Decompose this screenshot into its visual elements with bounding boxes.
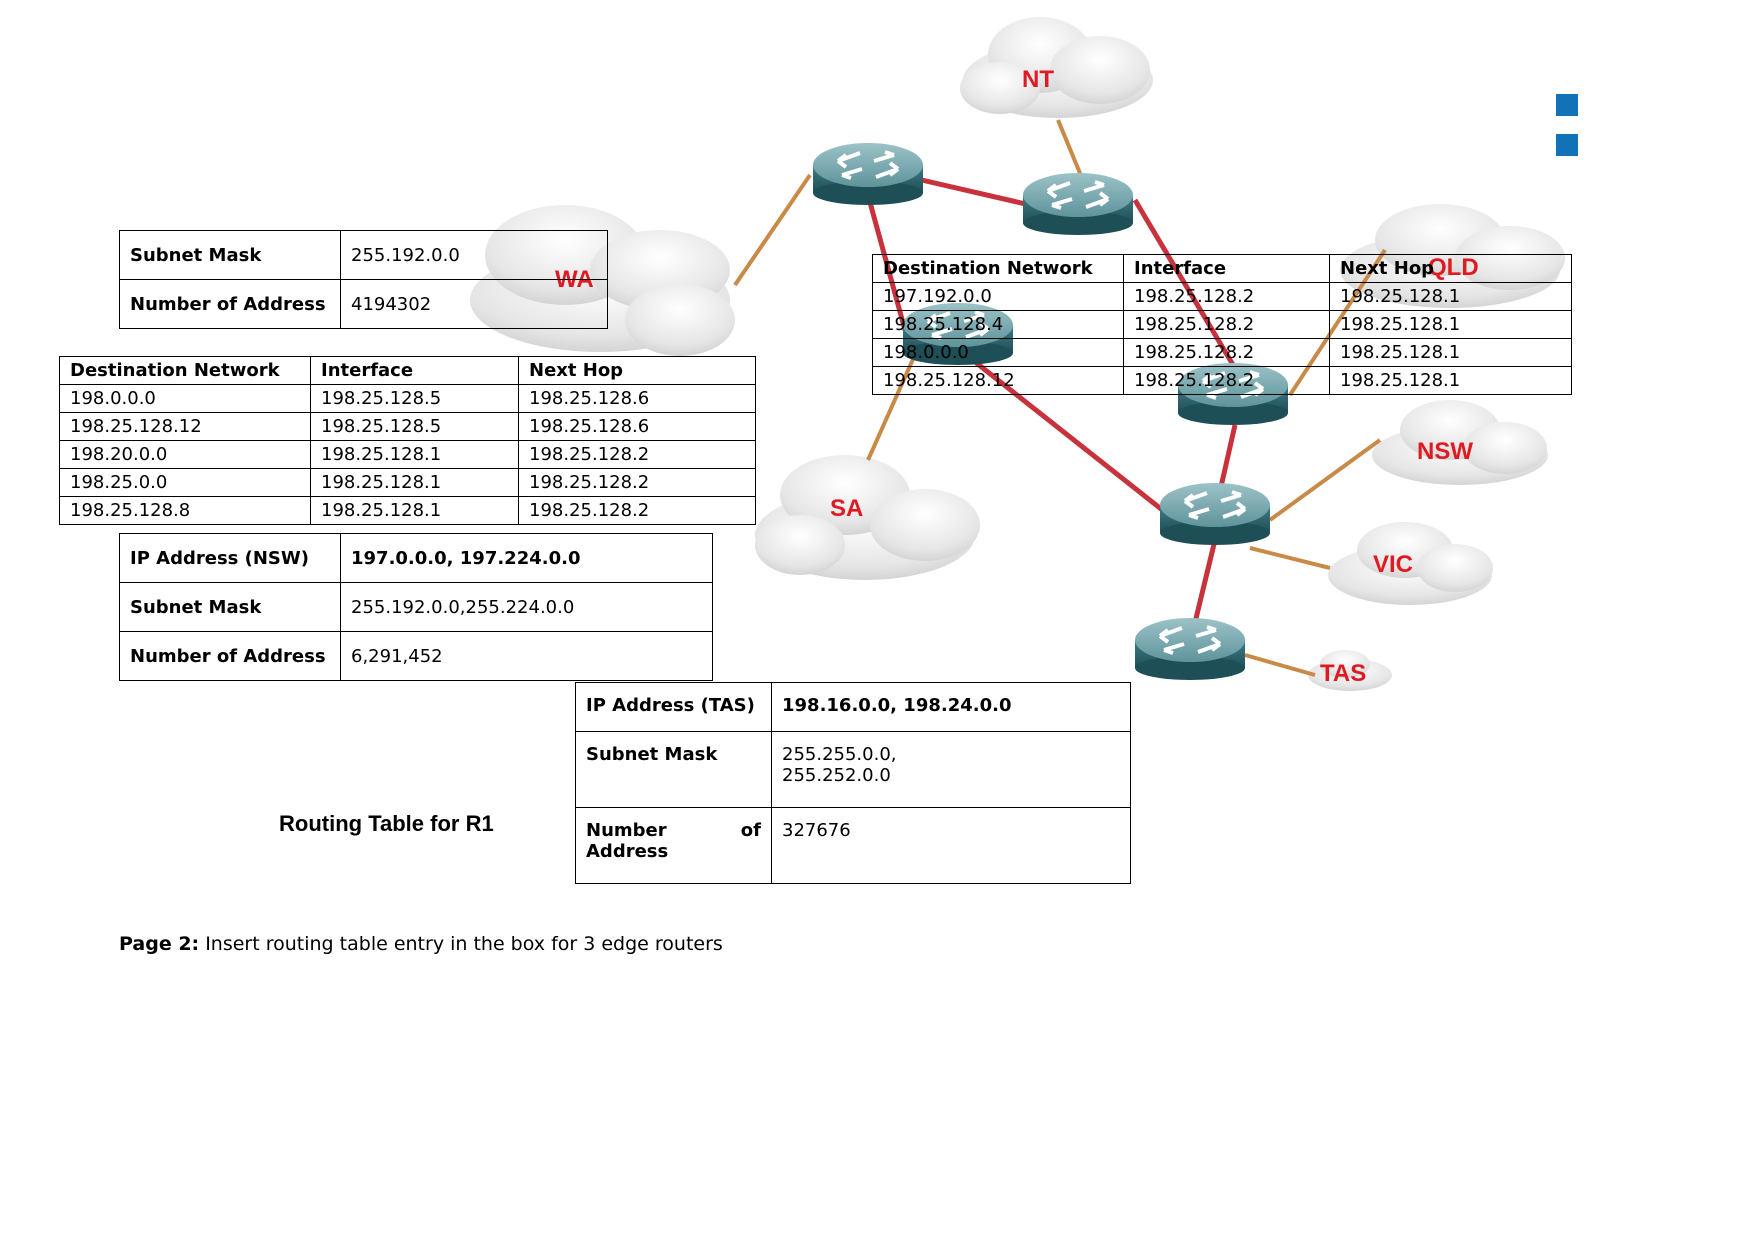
r1-header-next-hop: Next Hop	[518, 356, 756, 385]
table-row: 198.25.128.8 198.25.128.1 198.25.128.2	[59, 496, 756, 525]
nsw-subnet-value: 255.192.0.0,255.224.0.0	[340, 582, 713, 632]
table-cell: 198.25.128.4	[872, 310, 1124, 339]
nsw-ip-value: 197.0.0.0, 197.224.0.0	[340, 533, 713, 583]
table-cell: 198.25.128.2	[518, 440, 756, 469]
page-note-prefix: Page 2:	[119, 933, 200, 955]
qld-header-next-hop: Next Hop	[1329, 254, 1572, 283]
routing-table-caption: Routing Table for R1	[279, 811, 494, 836]
r1-header-interface: Interface	[310, 356, 519, 385]
table-cell: 198.25.128.12	[59, 412, 311, 441]
table-row: 198.0.0.0 198.25.128.5 198.25.128.6	[59, 384, 756, 413]
cloud-label-nsw: NSW	[1417, 438, 1473, 465]
wa-info-table: Subnet Mask 255.192.0.0 Number of Addres…	[119, 230, 608, 329]
tas-count-label-line1: Number of	[586, 820, 761, 841]
nsw-subnet-label: Subnet Mask	[119, 582, 341, 632]
cloud-label-sa: SA	[830, 495, 863, 522]
table-cell: 198.0.0.0	[872, 338, 1124, 367]
table-cell: 198.25.128.1	[310, 440, 519, 469]
router-r-tas	[1133, 616, 1247, 682]
table-row: 198.25.0.0 198.25.128.1 198.25.128.2	[59, 468, 756, 497]
router-r-nsw	[1158, 481, 1272, 547]
table-cell: 198.25.128.2	[1123, 282, 1330, 311]
tas-count-label-line2: Address	[586, 841, 669, 862]
table-cell: 198.25.128.1	[310, 496, 519, 525]
table-cell: 198.25.128.2	[518, 496, 756, 525]
table-row: 198.0.0.0 198.25.128.2 198.25.128.1	[872, 338, 1572, 367]
table-row: 198.20.0.0 198.25.128.1 198.25.128.2	[59, 440, 756, 469]
tas-count-value: 327676	[771, 807, 1131, 884]
cloud-vic	[1328, 522, 1493, 605]
table-cell: 198.25.128.2	[518, 468, 756, 497]
cloud-label-tas: TAS	[1320, 660, 1366, 687]
r1-routing-table: Destination Network Interface Next Hop 1…	[59, 356, 756, 525]
table-cell: 198.0.0.0	[59, 384, 311, 413]
table-cell: 198.25.128.8	[59, 496, 311, 525]
table-cell: 198.25.128.1	[1329, 310, 1572, 339]
router-r-nw	[811, 141, 925, 207]
wa-count-value: 4194302	[340, 279, 608, 329]
cloud-label-vic: VIC	[1373, 551, 1413, 578]
table-cell: 198.25.128.6	[518, 384, 756, 413]
table-row: 198.25.128.12 198.25.128.5 198.25.128.6	[59, 412, 756, 441]
qld-header-interface: Interface	[1123, 254, 1330, 283]
cloud-nsw	[1372, 400, 1548, 485]
table-cell: 198.25.0.0	[59, 468, 311, 497]
cloud-nt	[960, 17, 1153, 118]
tas-subnet-value-line1: 255.255.0.0,	[782, 744, 897, 765]
table-row: 198.25.128.12 198.25.128.2 198.25.128.1	[872, 366, 1572, 395]
nsw-count-label: Number of Address	[119, 631, 341, 681]
qld-routing-table: Destination Network Interface Next Hop 1…	[872, 254, 1572, 395]
tas-subnet-value: 255.255.0.0, 255.252.0.0	[771, 731, 1131, 808]
wa-subnet-label: Subnet Mask	[119, 230, 341, 280]
table-cell: 198.25.128.5	[310, 384, 519, 413]
table-cell: 198.25.128.5	[310, 412, 519, 441]
nsw-ip-label: IP Address (NSW)	[119, 533, 341, 583]
cloud-label-nt: NT	[1022, 66, 1054, 93]
logo-icon	[1556, 94, 1578, 156]
table-cell: 198.25.128.1	[1329, 282, 1572, 311]
table-cell: 198.25.128.12	[872, 366, 1124, 395]
table-row: 198.25.128.4 198.25.128.2 198.25.128.1	[872, 310, 1572, 339]
wa-subnet-value: 255.192.0.0	[340, 230, 608, 280]
table-cell: 197.192.0.0	[872, 282, 1124, 311]
cloud-tas	[1308, 650, 1392, 691]
table-row: 197.192.0.0 198.25.128.2 198.25.128.1	[872, 282, 1572, 311]
nsw-info-table: IP Address (NSW) 197.0.0.0, 197.224.0.0 …	[119, 533, 713, 681]
router-r-nt	[1021, 171, 1135, 237]
nsw-count-value: 6,291,452	[340, 631, 713, 681]
wa-count-label: Number of Address	[119, 279, 341, 329]
tas-info-table: IP Address (TAS) 198.16.0.0, 198.24.0.0 …	[575, 682, 1131, 884]
table-cell: 198.20.0.0	[59, 440, 311, 469]
qld-header-destination: Destination Network	[872, 254, 1124, 283]
table-cell: 198.25.128.2	[1123, 310, 1330, 339]
cloud-sa	[755, 455, 980, 580]
table-cell: 198.25.128.2	[1123, 366, 1330, 395]
page-note-text: Insert routing table entry in the box fo…	[199, 933, 723, 955]
page-note: Page 2: Insert routing table entry in th…	[119, 933, 723, 955]
table-cell: 198.25.128.1	[1329, 366, 1572, 395]
tas-count-label: Number of Address	[575, 807, 772, 884]
table-cell: 198.25.128.6	[518, 412, 756, 441]
tas-subnet-value-line2: 255.252.0.0	[782, 765, 891, 786]
table-cell: 198.25.128.1	[1329, 338, 1572, 367]
table-cell: 198.25.128.2	[1123, 338, 1330, 367]
tas-subnet-label: Subnet Mask	[575, 731, 772, 808]
table-cell: 198.25.128.1	[310, 468, 519, 497]
tas-ip-value: 198.16.0.0, 198.24.0.0	[771, 682, 1131, 732]
r1-header-destination: Destination Network	[59, 356, 311, 385]
tas-ip-label: IP Address (TAS)	[575, 682, 772, 732]
